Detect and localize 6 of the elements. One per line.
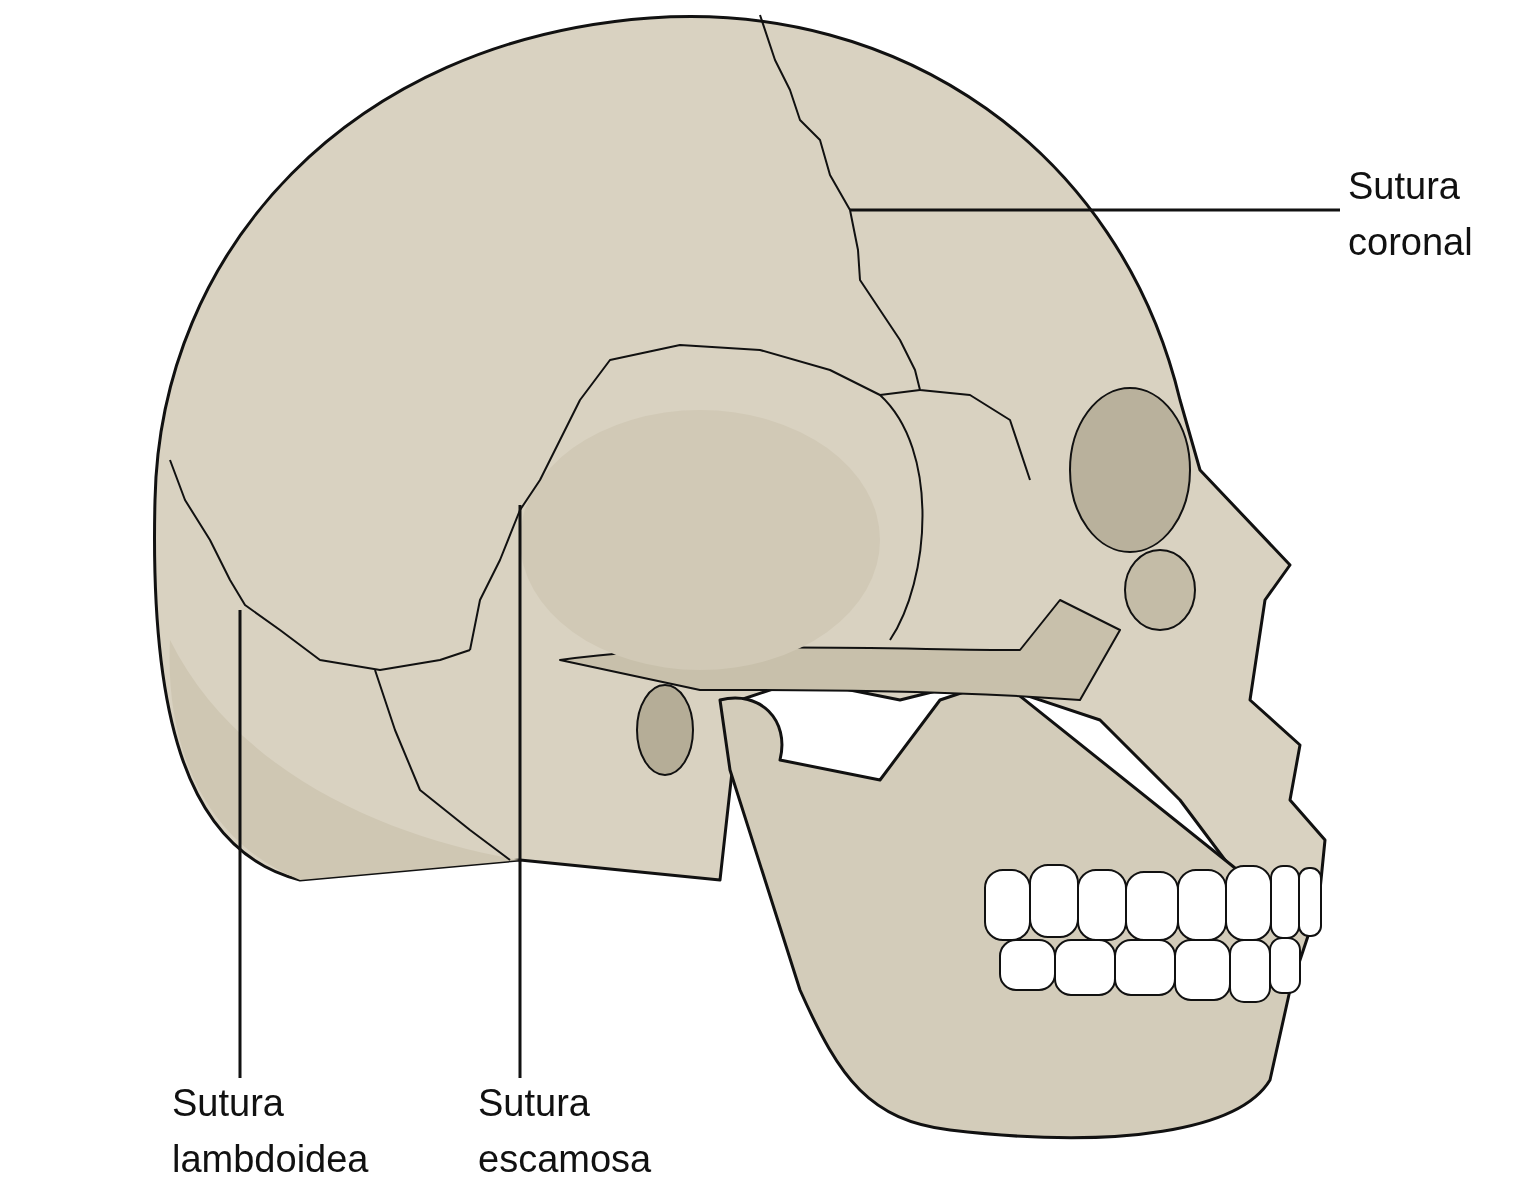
part-label: Sutura coronal: [1348, 158, 1528, 270]
leader-line: [518, 505, 522, 1078]
part-label: Sutura escamosa: [478, 1075, 718, 1187]
part-label: Sutura lambdoidea: [172, 1075, 432, 1187]
leader-line: [850, 208, 1340, 212]
leader-line: [238, 610, 242, 1078]
